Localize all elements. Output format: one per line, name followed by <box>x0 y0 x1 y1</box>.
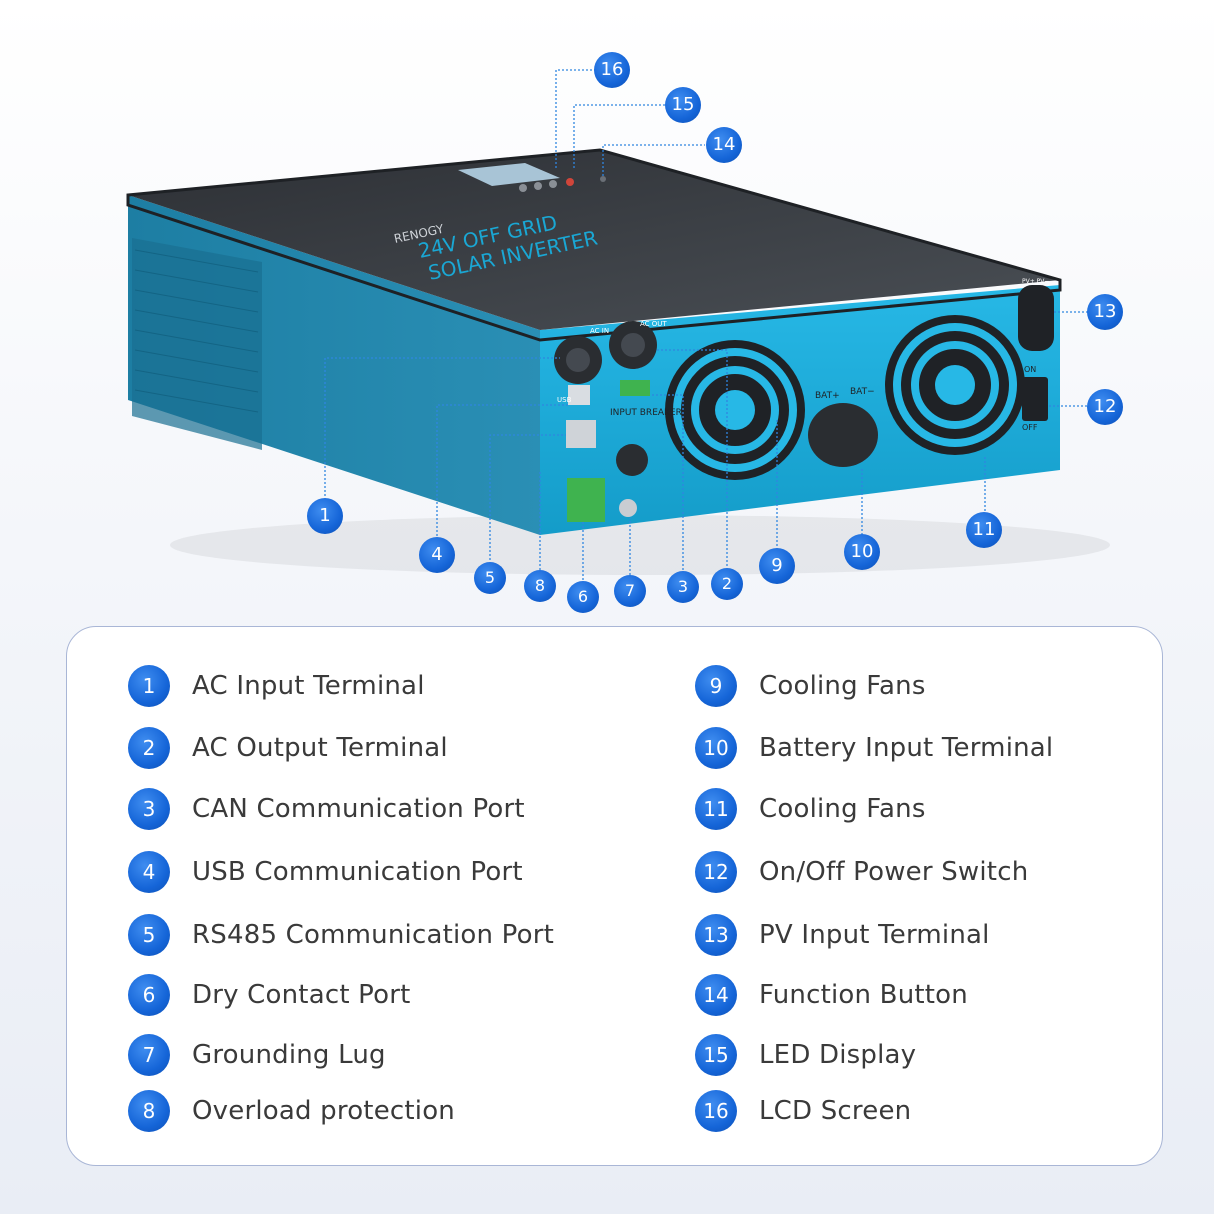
bat-plus-label: BAT+ <box>815 391 840 401</box>
callout-8: 8 <box>524 570 556 602</box>
callout-16: 16 <box>594 52 630 88</box>
legend-number: 16 <box>695 1090 737 1132</box>
legend-label: On/Off Power Switch <box>759 857 1029 887</box>
function-button-graphic <box>519 184 527 192</box>
legend-item-16: 16 LCD Screen <box>695 1089 911 1133</box>
legend-number: 12 <box>695 851 737 893</box>
callout-14: 14 <box>706 127 742 163</box>
legend-label: Cooling Fans <box>759 794 926 824</box>
legend-item-11: 11 Cooling Fans <box>695 787 926 831</box>
legend-number: 10 <box>695 727 737 769</box>
callout-13: 13 <box>1087 294 1123 330</box>
usb-label: USB <box>557 396 572 404</box>
lcd-screen-graphic <box>458 163 560 186</box>
on-label: ON <box>1024 365 1036 374</box>
legend-number: 8 <box>128 1090 170 1132</box>
legend-number: 4 <box>128 851 170 893</box>
legend-number: 9 <box>695 665 737 707</box>
led-graphic <box>566 178 574 186</box>
breaker-graphic <box>616 444 648 476</box>
legend-label: CAN Communication Port <box>192 794 525 824</box>
legend-label: RS485 Communication Port <box>192 920 554 950</box>
legend-item-5: 5 RS485 Communication Port <box>128 913 554 957</box>
legend-item-12: 12 On/Off Power Switch <box>695 850 1028 894</box>
legend-label: Dry Contact Port <box>192 980 411 1010</box>
rs485-port-graphic <box>566 420 596 448</box>
side-vent-slots <box>134 249 259 413</box>
legend-number: 3 <box>128 788 170 830</box>
cooling-fan-right <box>885 315 1025 455</box>
legend-item-1: 1 AC Input Terminal <box>128 664 425 708</box>
callout-2: 2 <box>711 568 743 600</box>
off-label: OFF <box>1022 423 1038 432</box>
ac-in-label: AC IN <box>590 327 609 335</box>
legend-label: LED Display <box>759 1040 917 1070</box>
legend-label: Cooling Fans <box>759 671 926 701</box>
legend-label: PV Input Terminal <box>759 920 990 950</box>
usb-port-graphic <box>568 385 590 405</box>
legend-number: 14 <box>695 974 737 1016</box>
top-edge <box>126 148 1062 342</box>
callout-15: 15 <box>665 87 701 123</box>
legend-label: Grounding Lug <box>192 1040 386 1070</box>
legend-label: AC Output Terminal <box>192 733 448 763</box>
callout-7: 7 <box>614 575 646 607</box>
bat-minus-label: BAT− <box>850 387 875 397</box>
legend-number: 5 <box>128 914 170 956</box>
ground-lug-graphic <box>619 499 637 517</box>
pv-terminal-graphic <box>1018 285 1054 351</box>
legend-item-14: 14 Function Button <box>695 973 968 1017</box>
callout-1: 1 <box>307 498 343 534</box>
legend-label: AC Input Terminal <box>192 671 425 701</box>
legend-label: Overload protection <box>192 1096 455 1126</box>
legend-label: USB Communication Port <box>192 857 523 887</box>
legend-label: Function Button <box>759 980 968 1010</box>
legend-number: 11 <box>695 788 737 830</box>
power-switch-graphic <box>1022 377 1048 421</box>
legend-number: 15 <box>695 1034 737 1076</box>
can-port-graphic <box>620 380 650 396</box>
callout-11: 11 <box>966 512 1002 548</box>
callout-10: 10 <box>844 534 880 570</box>
callout-12: 12 <box>1087 389 1123 425</box>
legend-item-8: 8 Overload protection <box>128 1089 455 1133</box>
legend-label: LCD Screen <box>759 1096 912 1126</box>
callout-4: 4 <box>419 537 455 573</box>
legend-item-6: 6 Dry Contact Port <box>128 973 411 1017</box>
callout-6: 6 <box>567 581 599 613</box>
legend-number: 13 <box>695 914 737 956</box>
cooling-fan-left <box>665 340 805 480</box>
callout-9: 9 <box>759 548 795 584</box>
dry-contact-graphic <box>567 478 605 522</box>
legend-item-7: 7 Grounding Lug <box>128 1033 386 1077</box>
inverter-illustration: RENOGY 24V OFF GRID SOLAR INVERTER AC IN… <box>126 69 1110 580</box>
legend-item-4: 4 USB Communication Port <box>128 850 523 894</box>
pv-label: PV+ PV− <box>1022 278 1049 285</box>
ac-out-label: AC OUT <box>640 320 667 328</box>
legend-item-10: 10 Battery Input Terminal <box>695 726 1053 770</box>
battery-gland <box>808 403 878 467</box>
legend-number: 1 <box>128 665 170 707</box>
callout-5: 5 <box>474 562 506 594</box>
callout-3: 3 <box>667 571 699 603</box>
legend-number: 6 <box>128 974 170 1016</box>
side-vent <box>132 238 262 450</box>
legend-label: Battery Input Terminal <box>759 733 1054 763</box>
inverter-figure: RENOGY 24V OFF GRID SOLAR INVERTER AC IN… <box>126 52 1123 613</box>
legend-item-13: 13 PV Input Terminal <box>695 913 990 957</box>
legend-item-2: 2 AC Output Terminal <box>128 726 448 770</box>
legend-number: 2 <box>128 727 170 769</box>
leader-lines <box>324 69 1088 580</box>
legend-item-3: 3 CAN Communication Port <box>128 787 525 831</box>
legend-item-15: 15 LED Display <box>695 1033 916 1077</box>
input-breaker-label: INPUT BREAKER <box>610 408 682 418</box>
inverter-top <box>128 150 1060 330</box>
legend-item-9: 9 Cooling Fans <box>695 664 926 708</box>
legend-number: 7 <box>128 1034 170 1076</box>
legend-panel: 1 AC Input Terminal 2 AC Output Terminal… <box>66 626 1163 1166</box>
